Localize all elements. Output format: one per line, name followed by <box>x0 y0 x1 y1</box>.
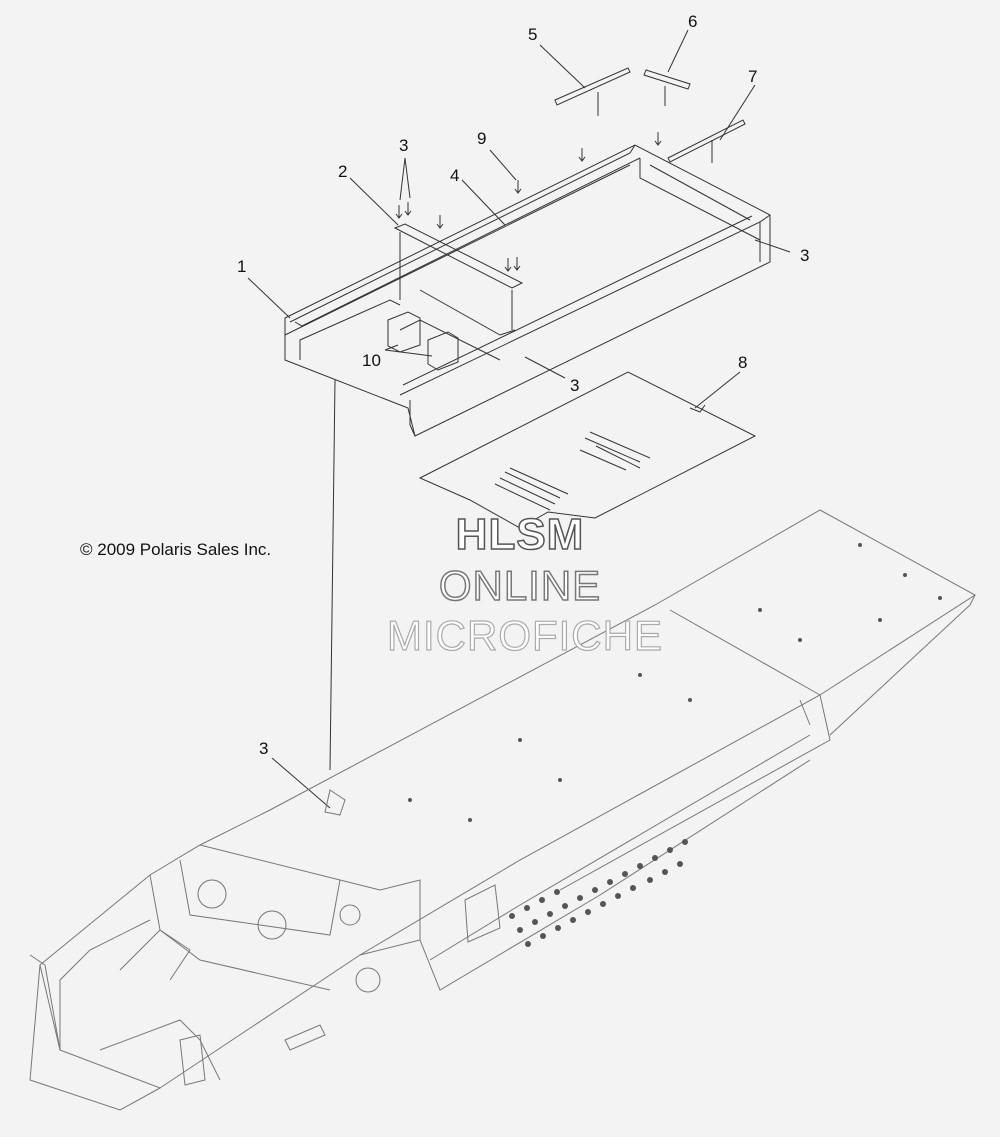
leader-lines <box>247 29 791 809</box>
part-8-mat <box>418 371 757 529</box>
copyright-text: © 2009 Polaris Sales Inc. <box>80 540 272 559</box>
part-6-strip <box>643 69 691 106</box>
callout-3-right: 3 <box>800 246 810 265</box>
callout-8: 8 <box>738 353 748 372</box>
callout-3-bottom: 3 <box>259 739 269 758</box>
part-7-strip <box>667 119 746 163</box>
fastener-arrows <box>395 132 662 272</box>
part-10-blocks <box>387 311 459 371</box>
callout-5: 5 <box>528 25 538 44</box>
callout-3-top: 3 <box>399 136 409 155</box>
callout-7: 7 <box>748 67 758 86</box>
callout-9: 9 <box>477 129 487 148</box>
watermark-line1: HLSM <box>455 509 585 560</box>
callout-1: 1 <box>237 257 247 276</box>
chassis-tunnel <box>29 509 976 1111</box>
watermark-line3: MICROFICHE <box>386 611 663 659</box>
part-2-crossbar <box>393 223 524 330</box>
part-5-strip <box>554 67 631 116</box>
part-1-rack-frame <box>284 144 771 437</box>
callout-3-middle: 3 <box>570 376 580 395</box>
watermark-line2: ONLINE <box>438 561 602 610</box>
callout-10: 10 <box>362 351 381 370</box>
callout-6: 6 <box>688 12 698 31</box>
callout-4: 4 <box>450 166 460 185</box>
callout-2: 2 <box>338 162 348 181</box>
perforation-dots <box>408 543 942 947</box>
